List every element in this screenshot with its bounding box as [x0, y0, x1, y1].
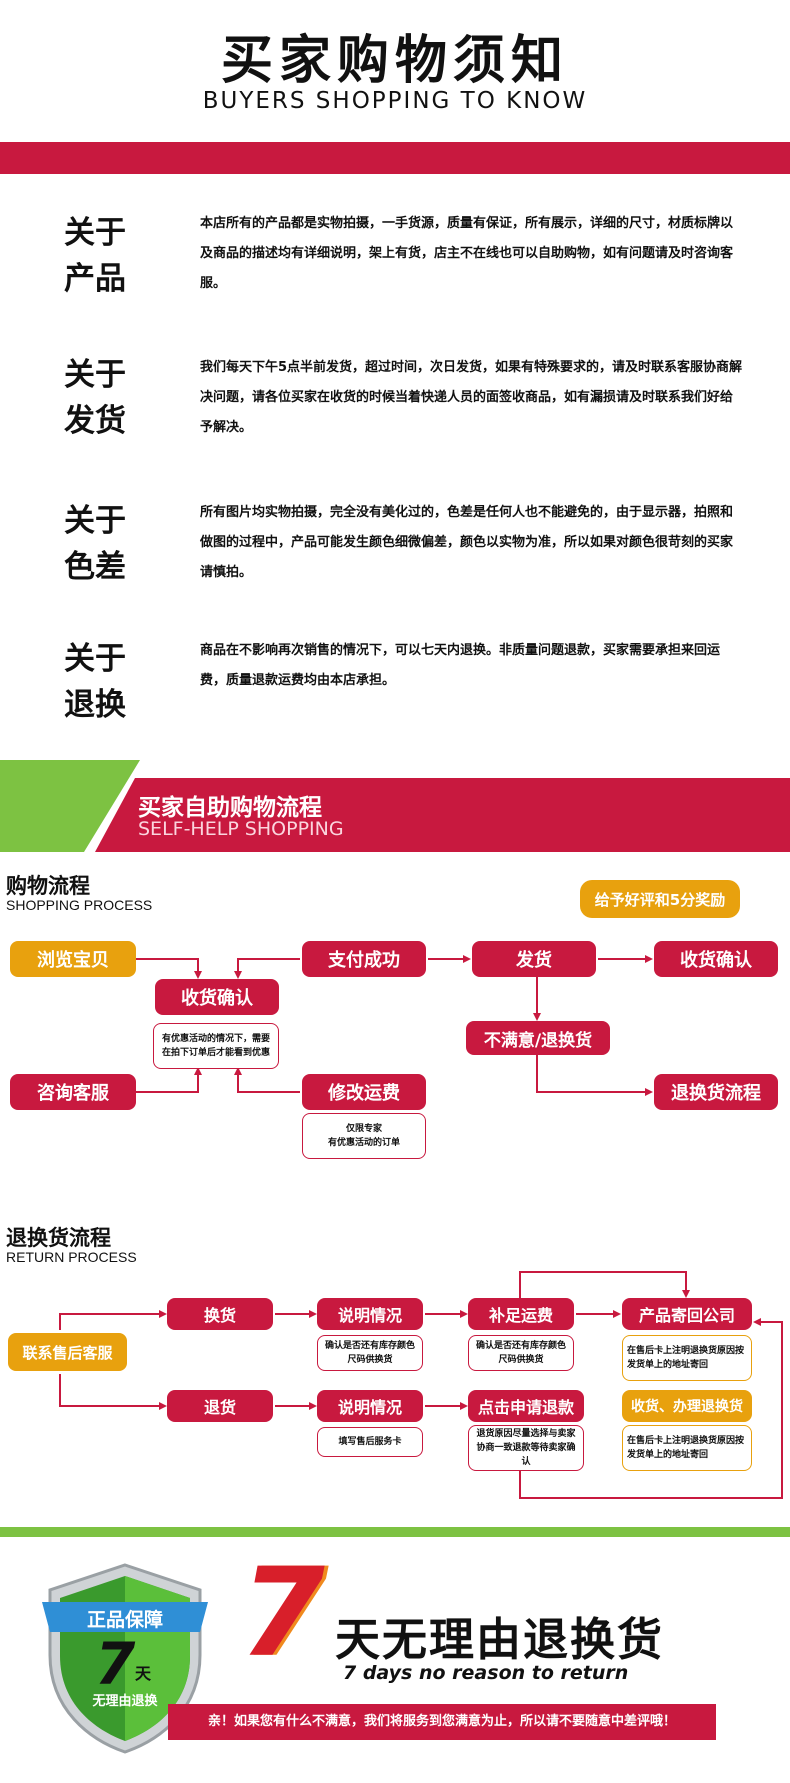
about-heading-line: 退换: [64, 687, 126, 723]
about-heading-line: 产品: [64, 261, 126, 297]
confirm-receipt-step: 收货确认: [155, 979, 279, 1015]
shield-icon: [42, 1563, 208, 1754]
about-text: 商品在不影响再次销售的情况下，可以七天内退换。非质量问题退款，买家需要承担来回运…: [200, 643, 721, 688]
send-back-step: 产品寄回公司: [622, 1298, 752, 1330]
about-heading-line: 关于: [64, 641, 126, 677]
unsatisfied-step: 不满意/退换货: [466, 1021, 610, 1055]
modify-note: 仅限专家 有优惠活动的订单: [302, 1113, 426, 1159]
return-heading: 退换货流程: [6, 1226, 111, 1250]
shield-text: 无理由退换: [92, 1694, 158, 1709]
return-flow-step: 退换货流程: [654, 1074, 778, 1110]
browse-step: 浏览宝贝: [10, 941, 136, 977]
guarantee-title: 天无理由退换货: [335, 1613, 665, 1666]
about-text: 所有图片均实物拍摄，完全没有美化过的，色差是任何人也不能避免的，由于显示器，拍照…: [200, 505, 734, 580]
contact-aftersales-step: 联系售后客服: [8, 1333, 127, 1371]
about-heading-line: 发货: [64, 403, 126, 439]
header-divider-bar: [0, 142, 790, 174]
explain-exchange-note: 确认是否还有库存颜色尺码供换货: [317, 1335, 423, 1371]
about-heading-line: 色差: [64, 549, 126, 585]
consult-step: 咨询客服: [10, 1074, 136, 1110]
explain-refund-step: 说明情况: [317, 1390, 423, 1422]
shopping-heading-en: SHOPPING PROCESS: [6, 897, 153, 913]
about-heading: 关于 色差: [64, 498, 144, 590]
return-heading-en: RETURN PROCESS: [6, 1249, 137, 1265]
receipt-confirm-step: 收货确认: [654, 941, 778, 977]
send-back-note: 在售后卡上注明退换货原因按发货单上的地址寄回: [622, 1335, 752, 1381]
pay-freight-step: 补足运费: [468, 1298, 574, 1330]
modify-note-line: 有优惠活动的订单: [327, 1138, 400, 1148]
banner-title: 买家自助购物流程: [138, 795, 322, 821]
pay-success-step: 支付成功: [302, 941, 426, 977]
shield-day: 天: [135, 1664, 152, 1683]
modify-note-line: 仅限专家: [345, 1124, 382, 1134]
about-heading-line: 关于: [64, 215, 126, 251]
about-text: 本店所有的产品都是实物拍摄，一手货源，质量有保证，所有展示，详细的尺寸，材质标牌…: [200, 216, 734, 291]
about-heading-line: 关于: [64, 357, 126, 393]
about-heading-line: 关于: [64, 503, 126, 539]
section-divider-green: [0, 1527, 790, 1537]
modify-freight-step: 修改运费: [302, 1074, 426, 1110]
shopping-heading: 购物流程: [6, 874, 90, 898]
guarantee-subtitle: 7 days no reason to return: [343, 1662, 629, 1684]
about-heading: 关于 退换: [64, 636, 144, 728]
apply-refund-note: 退货原因尽量选择与卖家协商一致退款等待卖家确认: [468, 1425, 584, 1471]
banner-red-band: [95, 778, 790, 852]
pay-freight-note: 确认是否还有库存颜色尺码供换货: [468, 1335, 574, 1371]
reward-badge: 给予好评和5分奖励: [580, 880, 740, 918]
explain-refund-note: 填写售后服务卡: [317, 1427, 423, 1457]
page-subtitle: BUYERS SHOPPING TO KNOW: [202, 88, 588, 114]
ship-step: 发货: [472, 941, 596, 977]
page-title: 买家购物须知: [220, 31, 569, 91]
refund-step: 退货: [167, 1390, 273, 1422]
banner-subtitle: SELF-HELP SHOPPING: [138, 818, 344, 840]
receive-process-step: 收货、办理退换货: [622, 1390, 752, 1422]
explain-exchange-step: 说明情况: [317, 1298, 423, 1330]
about-heading: 关于 产品: [64, 210, 144, 302]
receive-process-note: 在售后卡上注明退换货原因按发货单上的地址寄回: [622, 1425, 752, 1471]
about-heading: 关于 发货: [64, 352, 144, 444]
big-seven: 7: [240, 1542, 325, 1684]
exchange-step: 换货: [167, 1298, 273, 1330]
guarantee-bar-text: 亲！如果您有什么不满意，我们将服务到您满意为止，所以请不要随意中差评哦！: [207, 1714, 676, 1729]
confirm-note: 有优惠活动的情况下，需要在拍下订单后才能看到优惠: [153, 1023, 279, 1069]
about-text: 我们每天下午5点半前发货，超过时间，次日发货，如果有特殊要求的，请及时联系客服协…: [200, 360, 743, 435]
guarantee-bar: [168, 1704, 716, 1740]
shield-label: 正品保障: [86, 1609, 163, 1631]
apply-refund-step: 点击申请退款: [468, 1390, 584, 1422]
shield-number: 7: [95, 1630, 136, 1698]
